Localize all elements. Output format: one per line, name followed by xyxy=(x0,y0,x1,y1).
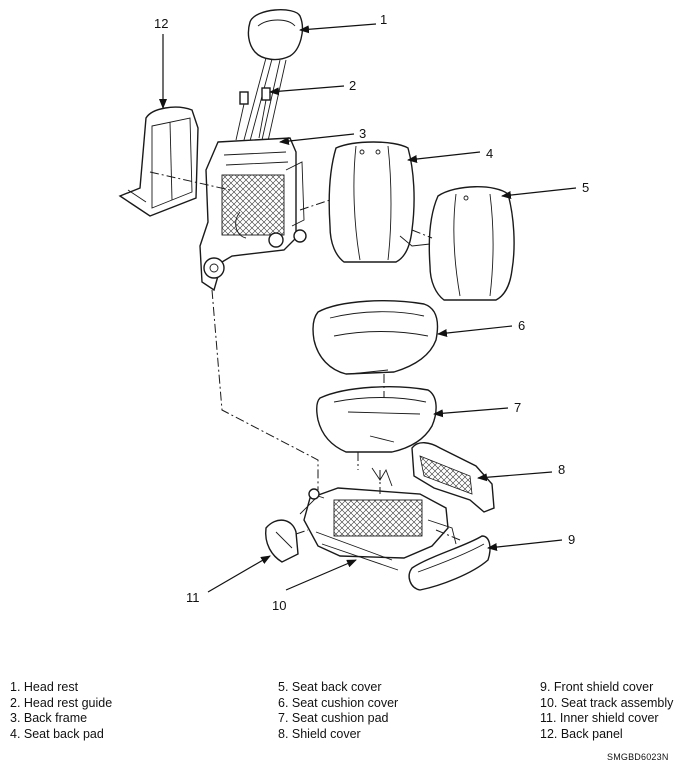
assembly-lines xyxy=(149,171,461,541)
seat-back-cover xyxy=(428,186,515,301)
legend-item: 12. Back panel xyxy=(540,726,623,741)
seat-cushion-cover xyxy=(312,300,439,375)
figure-code: SMGBD6023N xyxy=(607,752,669,762)
legend-column-1: 1. Head rest 2. Head rest guide 3. Back … xyxy=(10,680,112,742)
legend-item: 8. Shield cover xyxy=(278,726,361,741)
legend-item: 6. Seat cushion cover xyxy=(278,695,399,710)
back-frame xyxy=(199,137,307,292)
legend-item: 3. Back frame xyxy=(10,711,88,725)
callout-4: 4 xyxy=(486,146,493,161)
inner-shield-cover xyxy=(265,519,299,563)
legend-item: 4. Seat back pad xyxy=(10,726,104,741)
callout-10: 10 xyxy=(272,598,286,613)
callout-1: 1 xyxy=(380,12,387,27)
callout-numbers: 1 2 3 4 5 6 7 8 9 10 11 12 xyxy=(154,12,589,613)
leader-lines xyxy=(159,23,577,593)
callout-11: 11 xyxy=(186,590,200,605)
callout-12: 12 xyxy=(154,16,168,31)
legend-item: 5. Seat back cover xyxy=(278,680,382,694)
callout-9: 9 xyxy=(568,532,575,547)
legend-item: 11. Inner shield cover xyxy=(540,711,659,725)
parts-legend: 1. Head rest 2. Head rest guide 3. Back … xyxy=(0,680,699,750)
callout-8: 8 xyxy=(558,462,565,477)
legend-item: 10. Seat track assembly xyxy=(540,695,674,710)
callout-2: 2 xyxy=(349,78,356,93)
callout-7: 7 xyxy=(514,400,521,415)
seat-back-pad xyxy=(328,141,431,263)
seat-cushion-pad xyxy=(315,386,437,453)
legend-item: 2. Head rest guide xyxy=(10,695,113,710)
legend-column-3: 9. Front shield cover 10. Seat track ass… xyxy=(540,680,673,742)
callout-3: 3 xyxy=(359,126,366,141)
seat-exploded-diagram: 1 2 3 4 5 6 7 8 9 10 11 12 xyxy=(118,9,589,613)
legend-column-2: 5. Seat back cover 6. Seat cushion cover… xyxy=(278,680,398,742)
head-rest-guide xyxy=(235,87,271,141)
head-rest xyxy=(243,9,304,142)
front-shield-cover xyxy=(408,535,491,591)
shield-cover xyxy=(411,442,495,513)
callout-5: 5 xyxy=(582,180,589,195)
legend-item: 1. Head rest xyxy=(10,680,79,694)
callout-6: 6 xyxy=(518,318,525,333)
legend-item: 9. Front shield cover xyxy=(540,680,654,694)
back-panel xyxy=(118,106,199,217)
seat-track-assembly xyxy=(299,467,457,571)
legend-item: 7. Seat cushion pad xyxy=(278,711,389,725)
